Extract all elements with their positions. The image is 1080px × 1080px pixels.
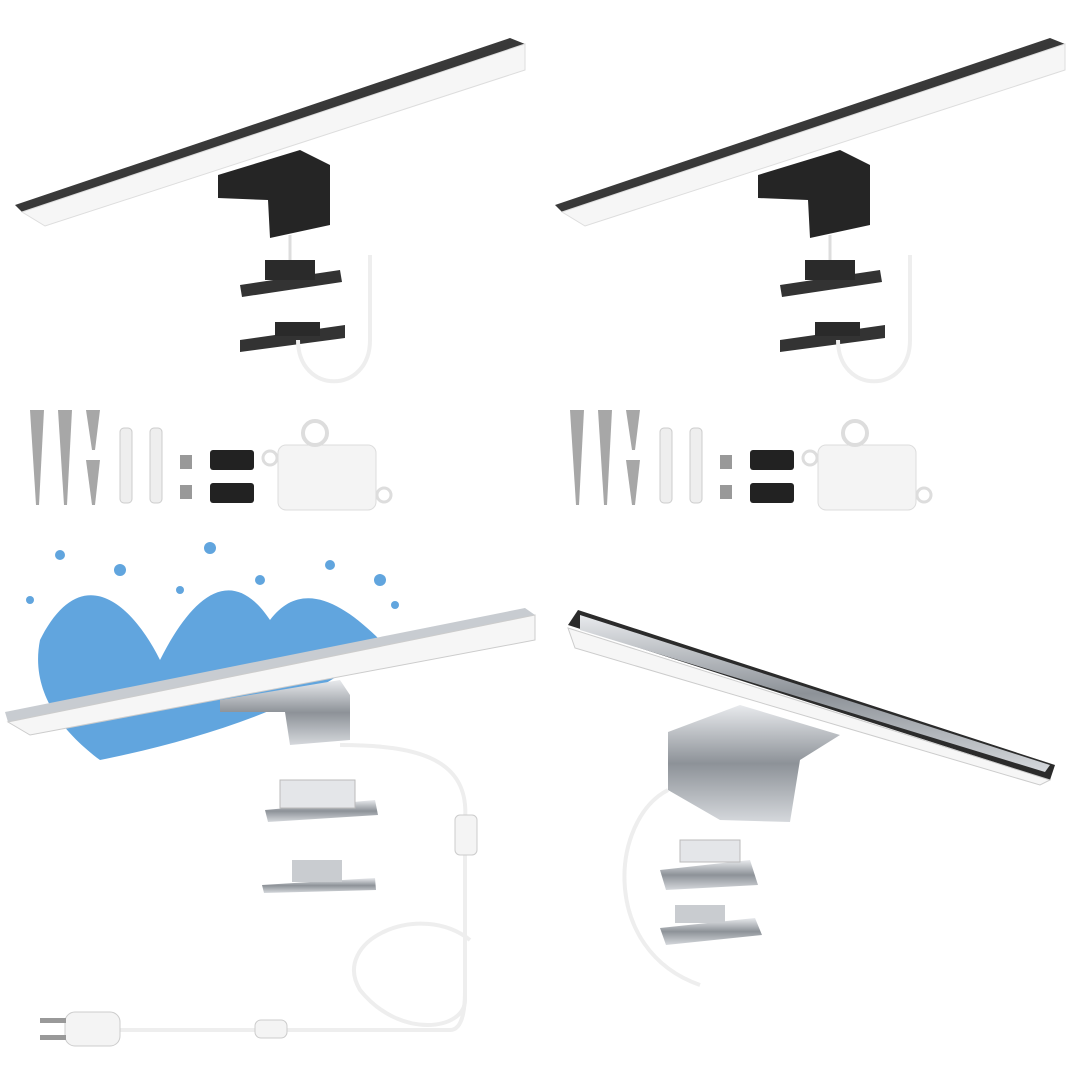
panel-black-lamp-kit-2 bbox=[553, 36, 1067, 512]
inline-switch-icon bbox=[254, 1019, 288, 1039]
eu-plug-icon bbox=[40, 1011, 121, 1047]
panel-chrome-lamp-plug bbox=[5, 542, 536, 1047]
panel-chrome-lamp-hardwired bbox=[567, 610, 1055, 987]
panel-black-lamp-kit-1 bbox=[13, 36, 527, 512]
